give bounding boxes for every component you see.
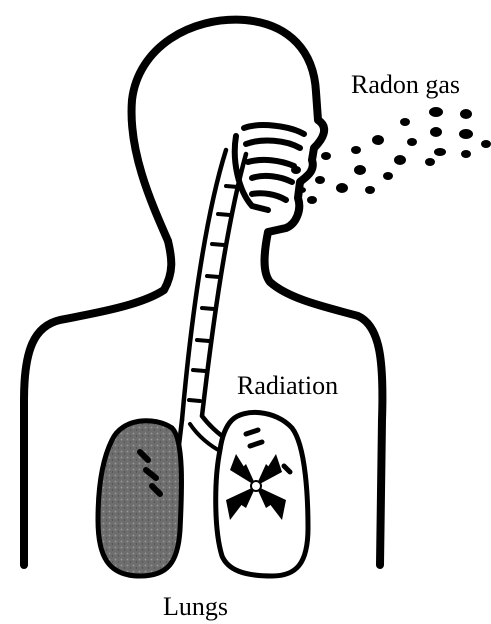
radiation-source: [251, 481, 261, 491]
nasal-cavity: [244, 125, 304, 200]
radiation-label: Radiation: [237, 373, 338, 399]
radon-gas-label: Radon gas: [351, 72, 460, 98]
lungs-label: Lungs: [163, 594, 228, 620]
right-bronchus-inner: [190, 424, 222, 452]
affected-lung: [98, 421, 182, 576]
